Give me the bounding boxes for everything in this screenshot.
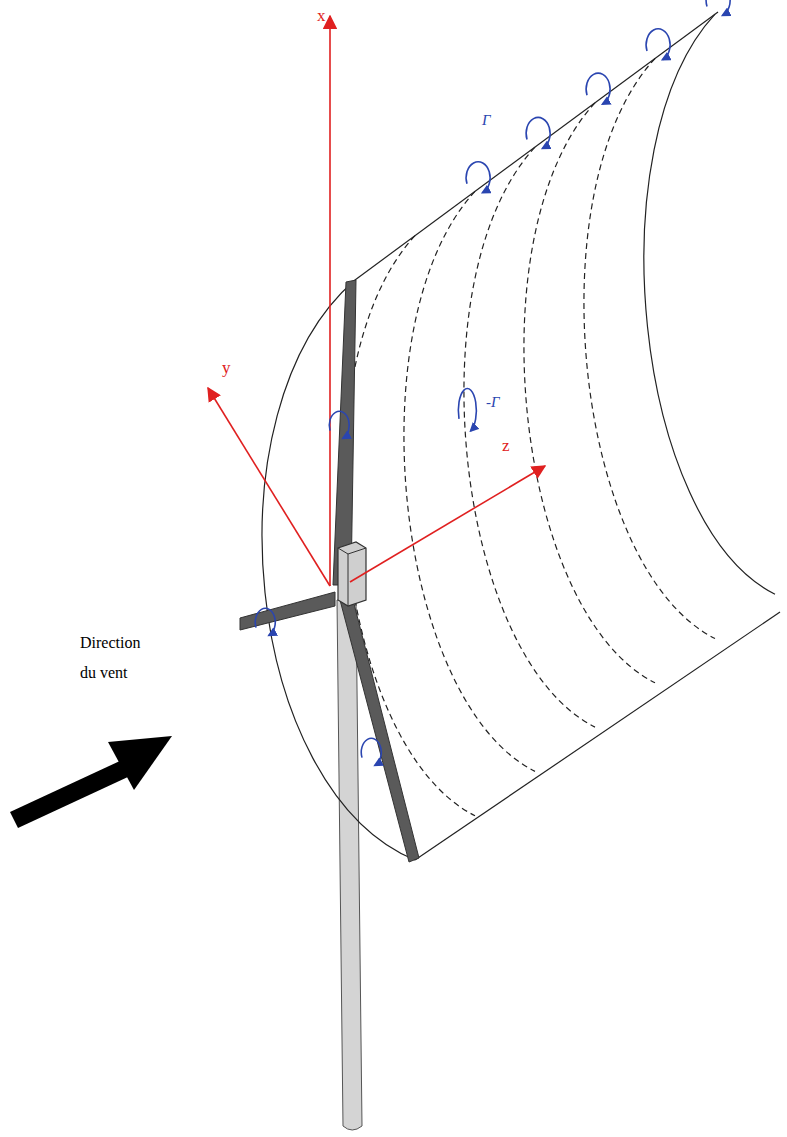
circulation-symbols <box>255 0 730 765</box>
axis-label: y <box>222 358 231 378</box>
vortex-loop <box>344 236 475 816</box>
circulation-arrow <box>466 162 490 193</box>
circulation-arrow <box>255 608 275 635</box>
nacelle <box>338 542 366 606</box>
wind-arrow <box>10 736 172 828</box>
wind-label: Direction du vent <box>80 628 160 689</box>
tower <box>337 600 362 1130</box>
circulation-label: Γ <box>482 112 491 129</box>
circulation-arrow <box>706 0 730 15</box>
circulation-arrow <box>586 73 610 104</box>
vortex-loop <box>404 191 535 771</box>
blade <box>340 596 419 862</box>
circulation-arrow <box>646 29 670 60</box>
circulation-arrow <box>526 117 550 148</box>
circulation-arrow <box>361 738 381 765</box>
wake-top-line <box>355 12 718 280</box>
vortex-loop <box>524 103 655 683</box>
wake-bottom-line <box>415 612 780 860</box>
nacelle-edge <box>338 548 366 606</box>
axis-label: x <box>317 6 326 26</box>
x-axis <box>329 16 331 586</box>
axis-label: z <box>502 436 510 456</box>
blade <box>333 280 356 585</box>
wind-arrow-head <box>108 736 172 790</box>
wind-arrow-shaft <box>10 760 130 828</box>
z-axis <box>350 466 545 582</box>
helical-wake <box>262 12 780 860</box>
axes <box>208 16 545 586</box>
circulation-arrow <box>329 411 349 438</box>
tower-shaft <box>337 600 362 1130</box>
vortex-loop <box>644 14 775 594</box>
blade <box>240 592 335 630</box>
circulation-arrow <box>458 388 476 430</box>
y-axis <box>208 388 330 586</box>
circulation-label: -Γ <box>484 394 502 411</box>
vortex-loop <box>584 59 715 639</box>
vortex-loop <box>464 147 595 727</box>
